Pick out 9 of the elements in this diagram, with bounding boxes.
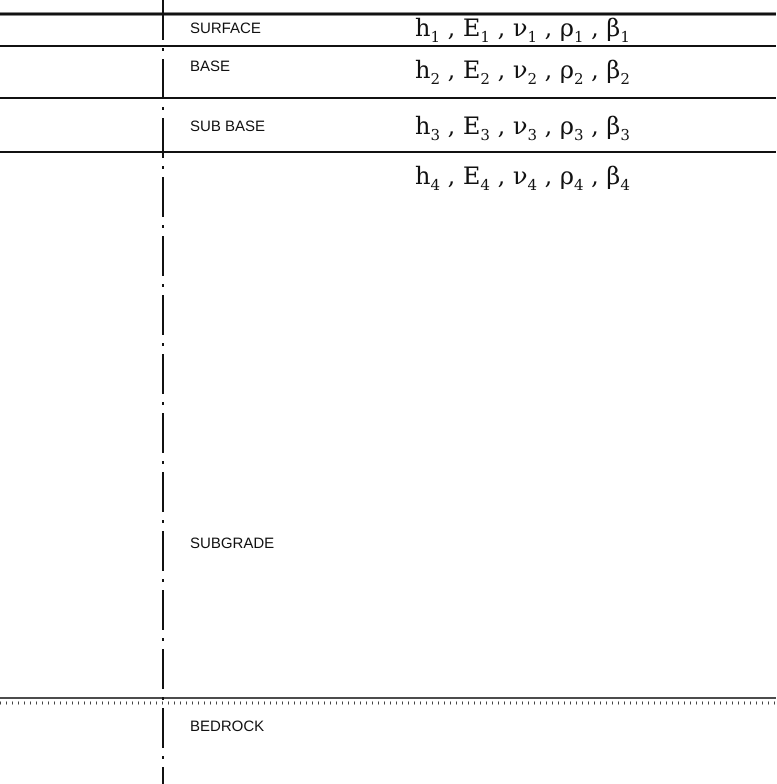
layer-parameters: h$_{2}$ , E$_{2}$ , ν$_{2}$ , ρ$_{2}$ , β$_{2}$ bbox=[415, 56, 630, 88]
layer-parameters: h$_{3}$ , E$_{3}$ , ν$_{3}$ , ρ$_{3}$ , β$_{3}$ bbox=[415, 112, 630, 144]
layer-name: SUBGRADE bbox=[190, 535, 274, 552]
layer-parameters: h$_{1}$ , E$_{1}$ , ν$_{1}$ , ρ$_{1}$ , β$_{1}$ bbox=[415, 14, 630, 46]
layer-name: SURFACE bbox=[190, 20, 261, 37]
layer-parameters: h$_{4}$ , E$_{4}$ , ν$_{4}$ , ρ$_{4}$ , β$_{4}$ bbox=[415, 162, 630, 194]
layer-name: BASE bbox=[190, 58, 230, 75]
layer-name: SUB BASE bbox=[190, 118, 266, 135]
layer-name: BEDROCK bbox=[190, 718, 264, 735]
